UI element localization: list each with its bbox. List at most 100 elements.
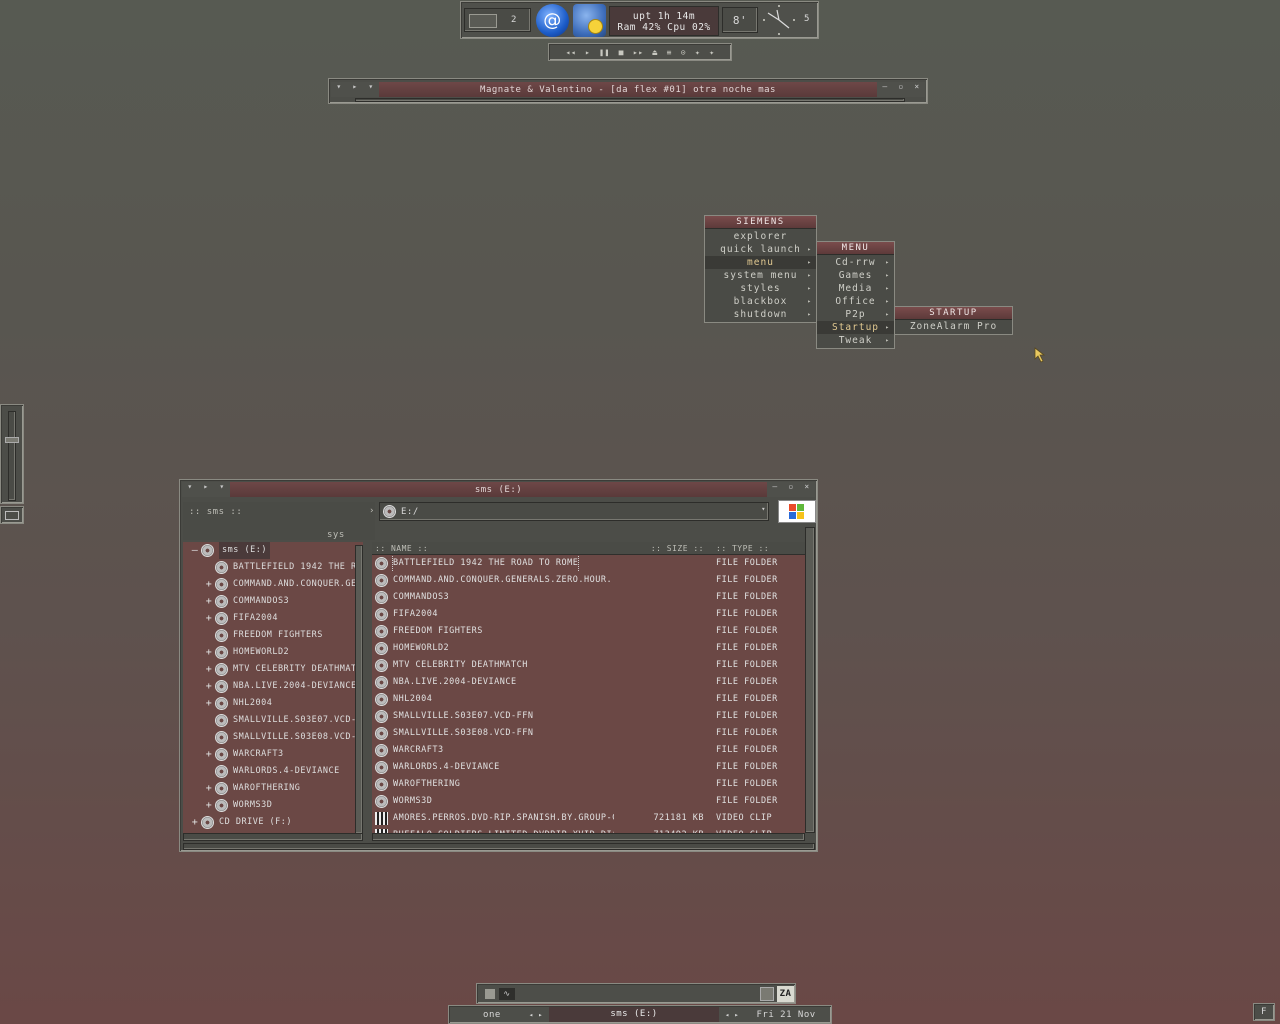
winamp-seek-bar[interactable] — [355, 98, 905, 102]
tree-item[interactable]: +CD DRIVE (F:) — [183, 814, 363, 831]
media-control-5-icon[interactable]: ⏏ — [652, 47, 658, 57]
tree-item[interactable]: +NBA.LIVE.2004-DEVIANCE — [183, 678, 363, 695]
winamp-play-button[interactable]: ▸ — [352, 82, 358, 91]
tree-item[interactable]: +FIFA2004 — [183, 610, 363, 627]
media-control-7-icon[interactable]: ⊙ — [680, 47, 687, 57]
media-control-4-icon[interactable]: ▸▸ — [632, 47, 644, 57]
media-control-0-icon[interactable]: ◂◂ — [565, 47, 577, 57]
tray-app-icon[interactable] — [485, 989, 495, 999]
menu-item-styles[interactable]: styles▸ — [705, 282, 816, 295]
zonealarm-icon[interactable]: ZA — [777, 986, 794, 1002]
tree-item[interactable]: +WORMS3D — [183, 797, 363, 814]
expand-toggle-icon[interactable]: + — [205, 783, 213, 794]
corner-button[interactable]: F — [1253, 1003, 1275, 1021]
explorer-left-controls[interactable]: ▾ ▸ ▾ — [182, 482, 230, 497]
network-icon[interactable] — [760, 987, 774, 1001]
close-button[interactable]: × — [804, 482, 810, 491]
column-name[interactable]: :: NAME :: — [375, 543, 429, 553]
explorer-right-controls[interactable]: – ▫ × — [767, 482, 815, 497]
expand-toggle-icon[interactable]: + — [205, 749, 213, 760]
expand-toggle-icon[interactable]: – — [191, 545, 199, 556]
menu-item-system-menu[interactable]: system menu▸ — [705, 269, 816, 282]
media-control-9-icon[interactable]: ✦ — [709, 47, 715, 57]
column-size[interactable]: :: SIZE :: — [650, 544, 704, 553]
tree-item[interactable]: +MTV CELEBRITY DEATHMATCH — [183, 661, 363, 678]
media-control-1-icon[interactable]: ▸ — [584, 47, 591, 57]
tree-item[interactable]: –sms (E:) — [183, 542, 363, 559]
menu-item-menu[interactable]: menu▸ — [705, 256, 816, 269]
winamp-options-button[interactable]: ▾ — [368, 82, 374, 91]
tree-item[interactable]: +WAROFTHERING — [183, 780, 363, 797]
tree-item[interactable]: +WARCRAFT3 — [183, 746, 363, 763]
list-scrollbar[interactable] — [805, 527, 815, 833]
taskbar-window-button[interactable]: sms (E:) — [549, 1007, 719, 1022]
address-bar[interactable]: E:/ ▾ — [379, 502, 769, 521]
media-control-3-icon[interactable]: ■ — [618, 47, 624, 57]
menu-item-quick-launch[interactable]: quick launch▸ — [705, 243, 816, 256]
tree-item[interactable]: SMALLVILLE.S03E07.VCD-FFN — [183, 712, 363, 729]
close-button[interactable]: × — [914, 82, 920, 91]
menu-item-office[interactable]: Office▸ — [817, 295, 894, 308]
list-hscrollbar[interactable] — [372, 833, 805, 841]
minimize-button[interactable]: – — [882, 82, 888, 91]
winamp-menu-button[interactable]: ▾ — [336, 82, 342, 91]
tree-item[interactable]: FREEDOM FIGHTERS — [183, 627, 363, 644]
maximize-button[interactable]: ▫ — [898, 82, 904, 91]
winamp-left-controls[interactable]: ▾ ▸ ▾ — [331, 82, 379, 97]
expand-toggle-icon[interactable]: + — [205, 579, 213, 590]
slider-thumb[interactable] — [5, 437, 19, 443]
address-input[interactable]: E:/ — [401, 506, 419, 517]
chevron-down-icon[interactable]: ▾ — [761, 505, 766, 513]
panel-arrow-icon[interactable]: › — [369, 506, 375, 516]
monitor-toggle-button[interactable] — [0, 506, 24, 524]
tree-item[interactable]: +HOMEWORLD2 — [183, 644, 363, 661]
file-row[interactable]: BUFFALO.SOLDIERS.LIMITED.DVDRIP.XVID-DIA… — [372, 827, 805, 833]
tree-item[interactable]: +NHL2004 — [183, 695, 363, 712]
explorer-menu-button[interactable]: ▾ — [187, 482, 193, 491]
file-row[interactable]: COMMAND.AND.CONQUER.GENERALS.ZERO.HOUR..… — [372, 572, 805, 589]
email-icon[interactable]: @ — [536, 4, 569, 37]
minimize-button[interactable]: – — [772, 482, 778, 491]
explorer-options-button[interactable]: ▾ — [219, 482, 225, 491]
menu-item-media[interactable]: Media▸ — [817, 282, 894, 295]
menu-item-explorer[interactable]: explorer — [705, 230, 816, 243]
tree-hscrollbar[interactable] — [183, 833, 363, 841]
explorer-title[interactable]: sms (E:) — [230, 482, 767, 497]
explorer-play-button[interactable]: ▸ — [203, 482, 209, 491]
menu-item-games[interactable]: Games▸ — [817, 269, 894, 282]
workspace-switcher[interactable]: one ◂ ▸ — [449, 1010, 549, 1020]
menu-item-blackbox[interactable]: blackbox▸ — [705, 295, 816, 308]
workspace-pager[interactable]: 2 — [464, 8, 531, 32]
winamp-title[interactable]: Magnate & Valentino - [da flex #01] otra… — [379, 82, 877, 97]
menu-item-zonealarm[interactable]: ZoneAlarm Pro — [909, 321, 998, 332]
media-control-6-icon[interactable]: ≡ — [666, 47, 672, 57]
monitor-wave-icon[interactable]: ∿ — [499, 988, 515, 1000]
column-type[interactable]: :: TYPE :: — [716, 544, 770, 553]
expand-toggle-icon[interactable]: + — [205, 664, 213, 675]
media-control-2-icon[interactable]: ❚❚ — [599, 47, 610, 57]
maximize-button[interactable]: ▫ — [788, 482, 794, 491]
menu-item-cd-rrw[interactable]: Cd-rrw▸ — [817, 256, 894, 269]
messenger-icon[interactable] — [573, 4, 606, 37]
menu-item-p2p[interactable]: P2p▸ — [817, 308, 894, 321]
menu-item-tweak[interactable]: Tweak▸ — [817, 334, 894, 347]
window-arrows-icon[interactable]: ◂ ▸ — [725, 1010, 740, 1019]
volume-slider[interactable] — [0, 404, 24, 504]
tree-item[interactable]: BATTLEFIELD 1942 THE ROAD TO ROME — [183, 559, 363, 576]
expand-toggle-icon[interactable]: + — [205, 596, 213, 607]
workspace-arrows-icon[interactable]: ◂ ▸ — [528, 1010, 543, 1019]
